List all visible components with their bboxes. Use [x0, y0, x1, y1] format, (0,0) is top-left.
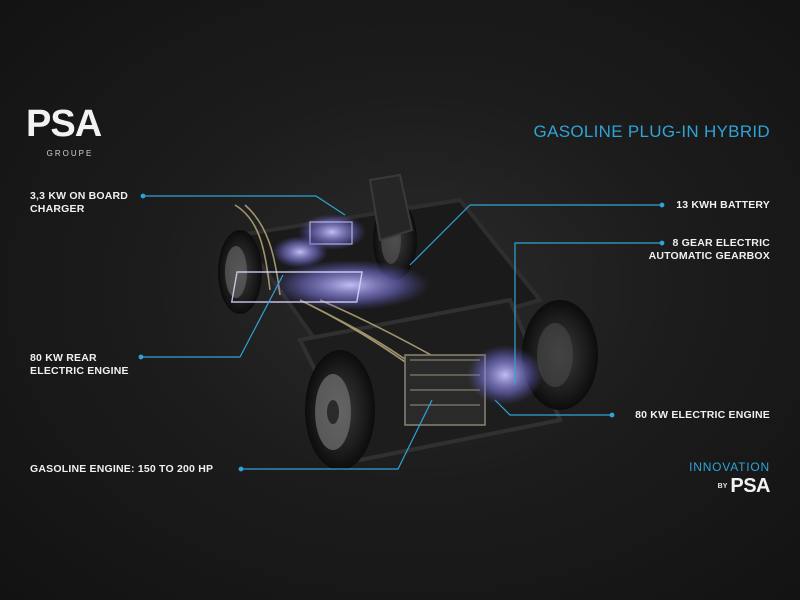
logo-word: PSA [26, 103, 102, 145]
gearbox-glow [467, 345, 543, 405]
label-gasoline-engine: GASOLINE ENGINE: 150 TO 200 HP [30, 463, 214, 475]
label-gearbox-line1: 8 GEAR ELECTRIC [672, 237, 770, 249]
label-rear-electric-engine-line1: 80 KW REAR [30, 352, 97, 364]
rear-motor-glow [272, 236, 328, 268]
innovation-by: BY [717, 483, 728, 490]
label-rear-electric-engine: 80 KW REAR ELECTRIC ENGINE [30, 352, 129, 378]
label-rear-electric-engine-line2: ELECTRIC ENGINE [30, 365, 129, 377]
leader-dots [138, 193, 665, 472]
label-gearbox: 8 GEAR ELECTRIC AUTOMATIC GEARBOX [649, 237, 770, 263]
label-onboard-charger-line2: CHARGER [30, 203, 85, 215]
label-gearbox-line2: AUTOMATIC GEARBOX [648, 250, 770, 262]
innovation-text: INNOVATION [689, 460, 770, 474]
label-battery: 13 KWH BATTERY [676, 199, 770, 211]
psa-groupe-logo: PSA GROUPE [26, 105, 122, 158]
diagram-title: GASOLINE PLUG-IN HYBRID [533, 122, 770, 141]
label-electric-engine: 80 KW ELECTRIC ENGINE [635, 409, 770, 421]
battery-glow [230, 260, 430, 310]
label-onboard-charger: 3,3 KW ON BOARD CHARGER [30, 190, 128, 216]
leader-lines [141, 195, 662, 470]
front-left-wheel [305, 350, 375, 470]
innovation-brand: PSA [730, 475, 770, 497]
label-onboard-charger-line1: 3,3 KW ON BOARD [30, 190, 129, 202]
seat-silhouette [368, 173, 414, 242]
logo-subtitle: GROUPE [46, 149, 94, 158]
